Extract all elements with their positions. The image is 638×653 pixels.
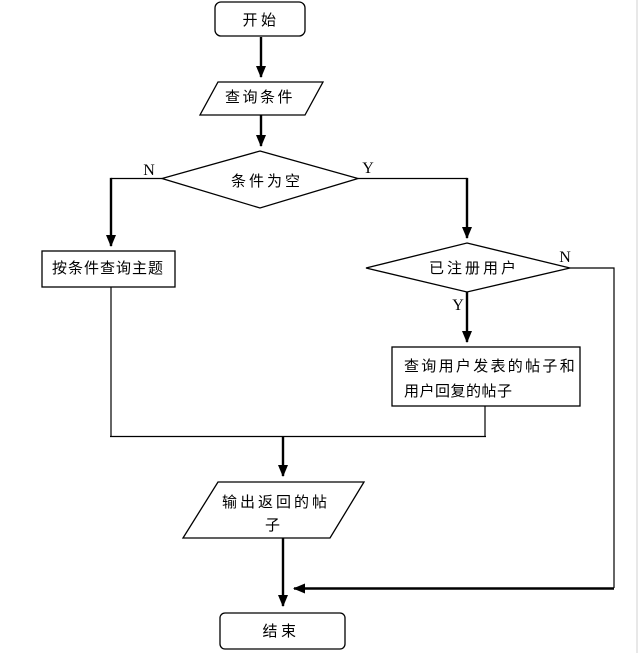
decision1-yes-label: Y [362, 160, 374, 177]
query-topics-label: 按条件查询主题 [52, 260, 164, 277]
registered-user-label: 已注册用户 [429, 260, 519, 277]
condition-empty-decision [159, 150, 361, 209]
query-user-posts-label-line1: 查询用户发表的帖子和 [404, 358, 577, 375]
start-node-label: 开始 [242, 12, 279, 29]
output-posts-node [181, 481, 366, 539]
end-node [219, 612, 346, 650]
decision2-no-label: N [559, 249, 571, 266]
edge-decision2-no-route [570, 267, 615, 588]
condition-empty-label: 条件为空 [231, 173, 303, 190]
query-user-posts-node [391, 346, 581, 407]
query-conditions-label: 查询条件 [225, 89, 295, 106]
output-posts-label-line2: 子 [265, 517, 283, 534]
decision2-yes-label: Y [452, 297, 464, 314]
output-posts-label-line1: 输出返回的帖 [222, 494, 330, 511]
end-node-label: 结束 [262, 623, 299, 640]
query-user-posts-label-line2: 用户回复的帖子 [404, 382, 513, 400]
registered-user-decision [365, 242, 571, 293]
query-topics-node [41, 250, 176, 288]
decision1-no-label: N [143, 162, 155, 179]
start-node [214, 1, 306, 37]
query-conditions-node [198, 81, 325, 116]
